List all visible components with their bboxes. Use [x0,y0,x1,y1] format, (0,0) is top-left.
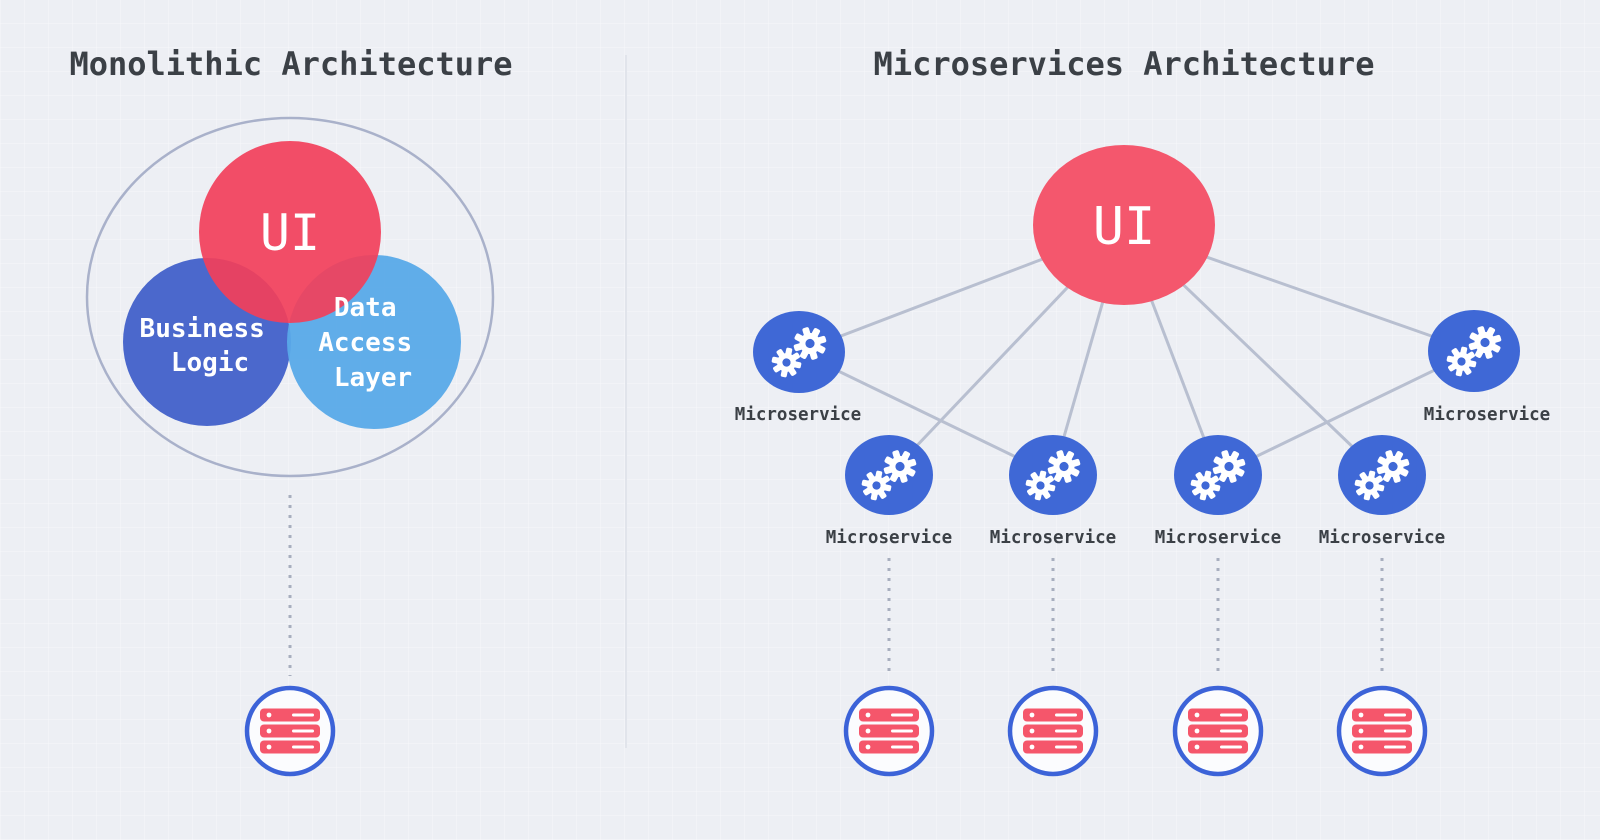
microservices-title: Microservices Architecture [874,45,1375,83]
microservice-label: Microservice [1319,528,1445,548]
monolith-ui-circle [199,141,381,323]
database-icon [1339,688,1425,774]
microservice-label: Microservice [1155,528,1281,548]
microservice-label: Microservice [990,528,1116,548]
monolith-title: Monolithic Architecture [69,45,512,83]
database-icon [846,688,932,774]
data-access-label: Data Access Layer [318,293,428,393]
microservice-node [1338,435,1426,515]
microservice-node [1428,310,1520,392]
database-icon [1010,688,1096,774]
microservices-ui-circle [1033,145,1215,305]
microservices-panel: Microservices Architecture UI [735,45,1550,774]
monolith-boundary-circle [85,116,495,478]
business-logic-label: Business Logic [140,314,281,378]
microservice-node [845,435,933,515]
database-icon [1175,688,1261,774]
microservice-node [753,311,845,393]
microservice-label: Microservice [1424,405,1550,425]
monolith-ui-label: UI [260,204,320,262]
microservices-ui-label: UI [1093,197,1156,257]
monolith-panel: Monolithic Architecture UI Business Logi… [69,45,513,774]
database-icon [247,688,333,774]
microservice-node [1174,435,1262,515]
microservice-label: Microservice [826,528,952,548]
microservice-label: Microservice [735,405,861,425]
microservice-node [1009,435,1097,515]
